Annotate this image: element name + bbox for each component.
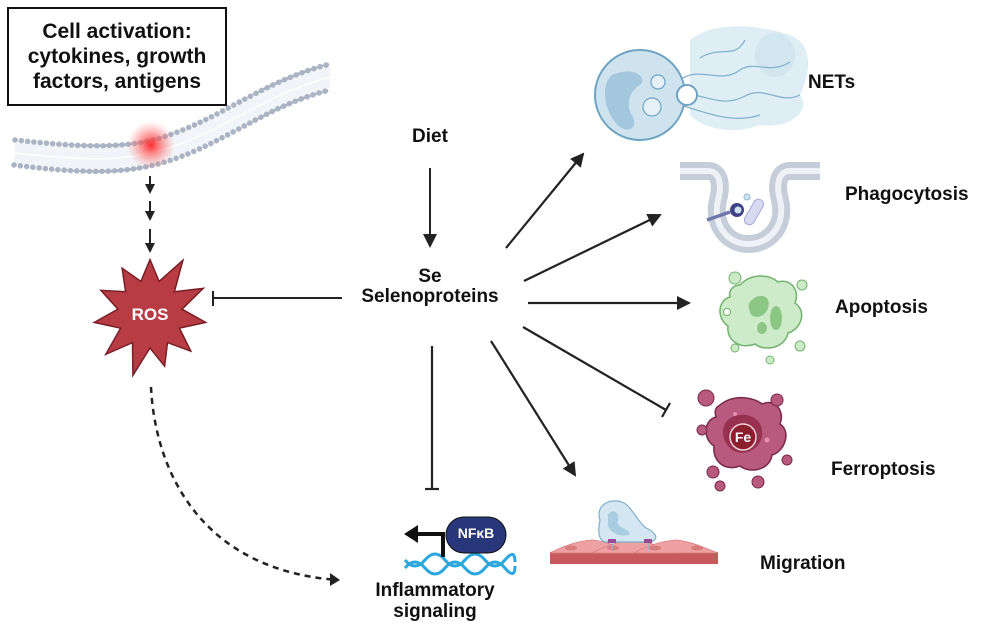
outcome-label-migration: Migration bbox=[760, 553, 846, 574]
arrow-se-to-phagocytosis bbox=[523, 213, 662, 282]
ros-burst-icon bbox=[92, 257, 208, 378]
trigger-line: cytokines, growth bbox=[27, 45, 207, 68]
selenoproteins-label: Selenoproteins bbox=[361, 286, 499, 307]
inhibition-line-se-to-inflammatory bbox=[425, 346, 439, 491]
ros-glow bbox=[127, 121, 175, 169]
outcome-label-ferroptosis: Ferroptosis bbox=[831, 459, 936, 480]
dashed-arrow-head bbox=[330, 573, 340, 586]
outcome-label-nets: NETs bbox=[808, 72, 856, 93]
trigger-line: factors, antigens bbox=[32, 70, 202, 93]
cell-activation-box: Cell activation: cytokines, growth facto… bbox=[7, 7, 227, 106]
diet-label: Diet bbox=[412, 126, 448, 147]
inhibition-line-se-to-ros bbox=[212, 291, 342, 306]
trigger-line: Cell activation: bbox=[42, 20, 192, 43]
inflammatory-signaling-label: Inflammatory signaling bbox=[355, 580, 515, 622]
migration-endothelium-icon bbox=[549, 500, 719, 564]
outcome-label-phagocytosis: Phagocytosis bbox=[845, 184, 969, 205]
outcome-label-apoptosis: Apoptosis bbox=[835, 297, 928, 318]
inflammatory-line: signaling bbox=[393, 601, 477, 622]
inflammatory-line: Inflammatory bbox=[375, 580, 495, 601]
dashed-arrow-ros-to-inflammatory bbox=[149, 386, 339, 582]
arrow-se-to-nets bbox=[505, 152, 585, 249]
nfkb-dna-icon bbox=[403, 516, 517, 576]
ros-label: ROS bbox=[131, 305, 169, 324]
se-label: Se bbox=[418, 266, 442, 287]
arrow-se-to-migration bbox=[490, 340, 577, 477]
inhibition-line-se-to-ferroptosis bbox=[522, 326, 671, 418]
fe-label: Fe bbox=[734, 429, 752, 445]
nfkb-label: NFκB bbox=[457, 525, 495, 541]
nets-neutrophil-icon bbox=[594, 26, 809, 141]
phagocytosis-icon bbox=[680, 162, 820, 254]
apoptosis-cell-icon bbox=[719, 271, 808, 365]
ferroptosis-cell-icon bbox=[696, 389, 793, 492]
